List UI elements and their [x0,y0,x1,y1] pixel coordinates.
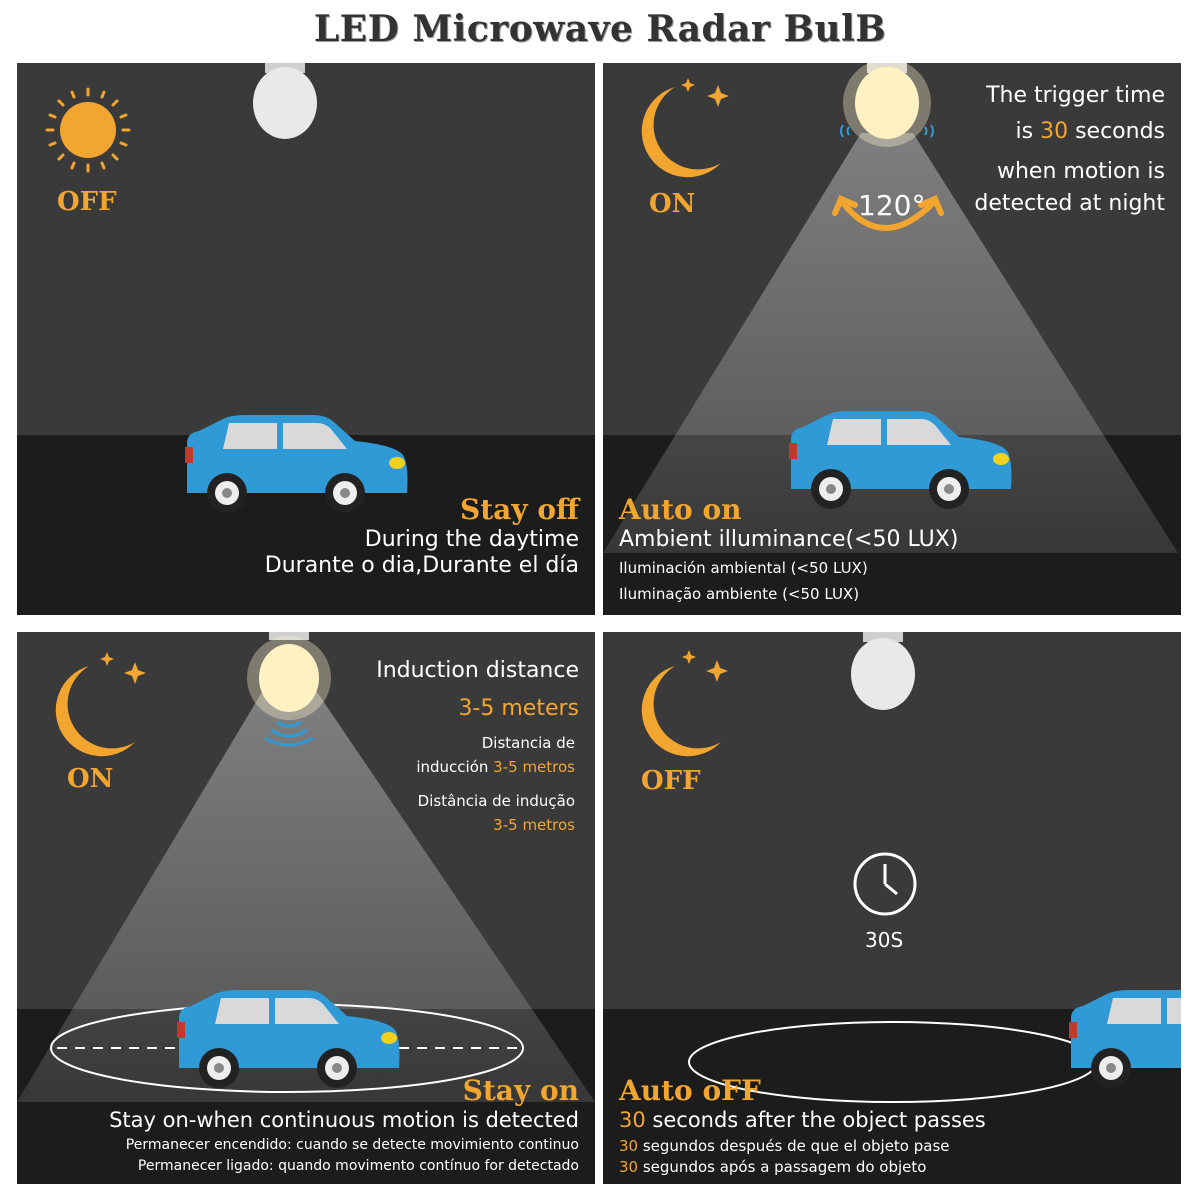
panel-heading: Stay off [460,493,579,526]
panel-heading: Stay on [462,1074,579,1107]
moon-icon [55,652,146,757]
info-line: when motion is [996,159,1165,184]
caption-line: Permanecer ligado: quando movimento cont… [137,1158,579,1174]
moon-icon [641,650,728,757]
info-line: Distancia de [481,734,575,752]
bulb-off [851,632,915,710]
info-line: inducción 3-5 metros [416,758,575,776]
info-line: is 30 seconds [1015,119,1166,144]
scene-illustration [45,63,408,513]
scene-illustration [17,632,595,1102]
sensor-wave-icon [840,124,934,138]
car-leaving [1069,990,1181,1088]
caption-line: 30 segundos após a passagem do objeto [619,1158,927,1176]
caption-line: During the daytime [364,527,579,552]
info-line: 3-5 metros [493,816,575,834]
moon-icon [641,78,729,178]
sensor-wave-icon [264,720,314,747]
info-line: Induction distance [376,658,579,683]
caption-line: Iluminação ambiente (<50 LUX) [619,585,860,603]
bulb-off [253,63,317,139]
panel-heading: Auto on [619,493,742,526]
scene-illustration [641,632,1181,1103]
panel-night-auto-off: OFF 30S Auto oFF 30 seconds after the ob… [603,632,1181,1184]
light-beam [603,133,1178,553]
caption-line: Iluminación ambiental (<50 LUX) [619,559,868,577]
caption-line: 30 segundos después de que el objeto pas… [619,1137,950,1155]
car [789,411,1012,509]
panel-night-stay-on: ON Induction distance 3-5 meters Distanc… [17,632,595,1184]
sun-icon [45,87,131,173]
car [185,415,408,513]
panel-daytime-off: OFF Stay off During the daytime Durante … [17,63,595,615]
state-label: OFF [641,766,701,796]
timer-label: 30S [865,928,904,952]
state-label: ON [649,189,696,219]
state-label: ON [67,764,114,794]
light-beam [17,692,595,1102]
bulb-on [247,632,331,720]
angle-label: 120° [858,189,926,222]
car [177,990,400,1088]
caption-line: Durante o dia,Durante el día [264,553,579,578]
page-title: LED Microwave Radar BulB [313,8,887,50]
info-line: 3-5 meters [458,696,579,721]
info-line: detected at night [974,191,1165,216]
info-line: The trigger time [986,83,1165,108]
clock-icon [853,852,917,916]
panel-heading: Auto oFF [619,1074,761,1107]
caption-line: Permanecer encendido: cuando se detecte … [125,1137,579,1153]
caption-line: 30 seconds after the object passes [619,1108,986,1132]
panel-night-auto-on: ON 120° The trigger time is 30 seconds w… [603,63,1181,615]
caption-line: Ambient illuminance(<50 LUX) [619,527,959,552]
info-line: Distância de indução [417,792,575,810]
angle-arrow-icon [832,195,944,231]
scene-illustration [603,63,1178,553]
state-label: OFF [57,187,117,217]
caption-line: Stay on-when continuous motion is detect… [109,1108,579,1132]
bulb-on [843,63,931,147]
